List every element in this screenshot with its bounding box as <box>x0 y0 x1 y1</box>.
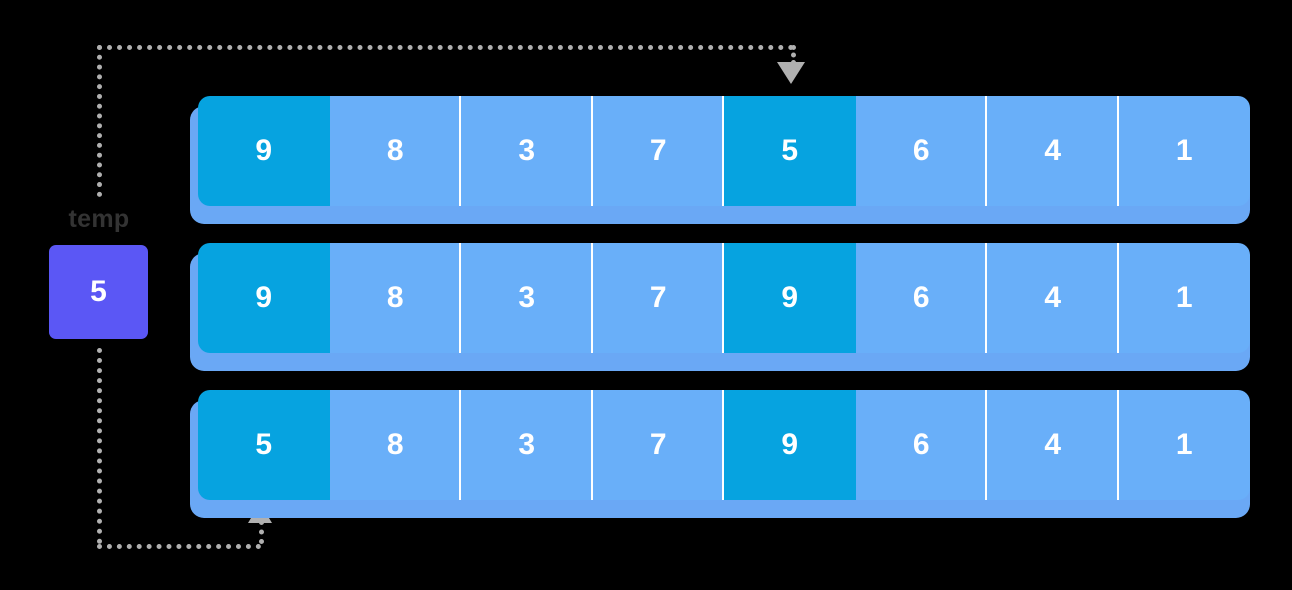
cell-middle-2[interactable]: 3 <box>461 243 593 353</box>
row-cells-after: 5 8 3 7 9 6 4 1 <box>198 390 1250 500</box>
array-row-before: 9 8 3 7 5 6 4 1 <box>190 96 1250 224</box>
cell-value: 5 <box>781 134 799 167</box>
cell-middle-0[interactable]: 9 <box>198 243 330 353</box>
cell-middle-3[interactable]: 7 <box>592 243 724 353</box>
cell-value: 1 <box>1175 281 1193 314</box>
cell-before-7[interactable]: 1 <box>1118 96 1250 206</box>
cell-after-6[interactable]: 4 <box>987 390 1119 500</box>
row-cells-before: 9 8 3 7 5 6 4 1 <box>198 96 1250 206</box>
cell-middle-7[interactable]: 1 <box>1118 243 1250 353</box>
cell-before-6[interactable]: 4 <box>987 96 1119 206</box>
cell-value: 7 <box>649 134 667 167</box>
cell-middle-4[interactable]: 9 <box>724 243 856 353</box>
cell-middle-1[interactable]: 8 <box>329 243 461 353</box>
cell-before-4[interactable]: 5 <box>724 96 856 206</box>
cell-value: 4 <box>1044 281 1062 314</box>
connector-write-bottom-horizontal <box>97 544 261 549</box>
temp-value: 5 <box>90 275 107 308</box>
cell-value: 6 <box>912 428 930 461</box>
cell-value: 9 <box>781 428 799 461</box>
temp-value-box: 5 <box>49 245 148 339</box>
cell-value: 6 <box>912 134 930 167</box>
cell-middle-6[interactable]: 4 <box>987 243 1119 353</box>
connector-read-right-vertical <box>791 45 796 65</box>
cell-after-2[interactable]: 3 <box>461 390 593 500</box>
cell-value: 7 <box>649 428 667 461</box>
cell-after-1[interactable]: 8 <box>329 390 461 500</box>
cell-value: 1 <box>1175 428 1193 461</box>
cell-before-0[interactable]: 9 <box>198 96 330 206</box>
array-row-middle: 9 8 3 7 9 6 4 1 <box>190 243 1250 371</box>
row-cells-middle: 9 8 3 7 9 6 4 1 <box>198 243 1250 353</box>
cell-after-0[interactable]: 5 <box>198 390 330 500</box>
cell-after-4[interactable]: 9 <box>724 390 856 500</box>
cell-value: 8 <box>386 281 404 314</box>
cell-middle-5[interactable]: 6 <box>855 243 987 353</box>
cell-value: 3 <box>518 134 536 167</box>
connector-write-right-vertical <box>259 520 264 544</box>
arrow-down-icon <box>777 62 805 84</box>
cell-value: 6 <box>912 281 930 314</box>
cell-value: 3 <box>518 428 536 461</box>
cell-before-1[interactable]: 8 <box>329 96 461 206</box>
cell-value: 7 <box>649 281 667 314</box>
connector-read-left-vertical <box>97 45 102 197</box>
cell-value: 4 <box>1044 428 1062 461</box>
cell-value: 8 <box>386 134 404 167</box>
connector-read-top-horizontal <box>97 45 794 50</box>
cell-value: 9 <box>781 281 799 314</box>
connector-write-left-vertical <box>97 348 102 544</box>
cell-before-2[interactable]: 3 <box>461 96 593 206</box>
cell-value: 5 <box>255 428 273 461</box>
cell-before-5[interactable]: 6 <box>855 96 987 206</box>
cell-after-3[interactable]: 7 <box>592 390 724 500</box>
cell-value: 9 <box>255 281 273 314</box>
cell-value: 8 <box>386 428 404 461</box>
cell-after-5[interactable]: 6 <box>855 390 987 500</box>
cell-before-3[interactable]: 7 <box>592 96 724 206</box>
array-row-after: 5 8 3 7 9 6 4 1 <box>190 390 1250 518</box>
temp-label: temp <box>68 205 130 233</box>
cell-value: 3 <box>518 281 536 314</box>
cell-value: 9 <box>255 134 273 167</box>
cell-value: 4 <box>1044 134 1062 167</box>
cell-value: 1 <box>1175 134 1193 167</box>
cell-after-7[interactable]: 1 <box>1118 390 1250 500</box>
